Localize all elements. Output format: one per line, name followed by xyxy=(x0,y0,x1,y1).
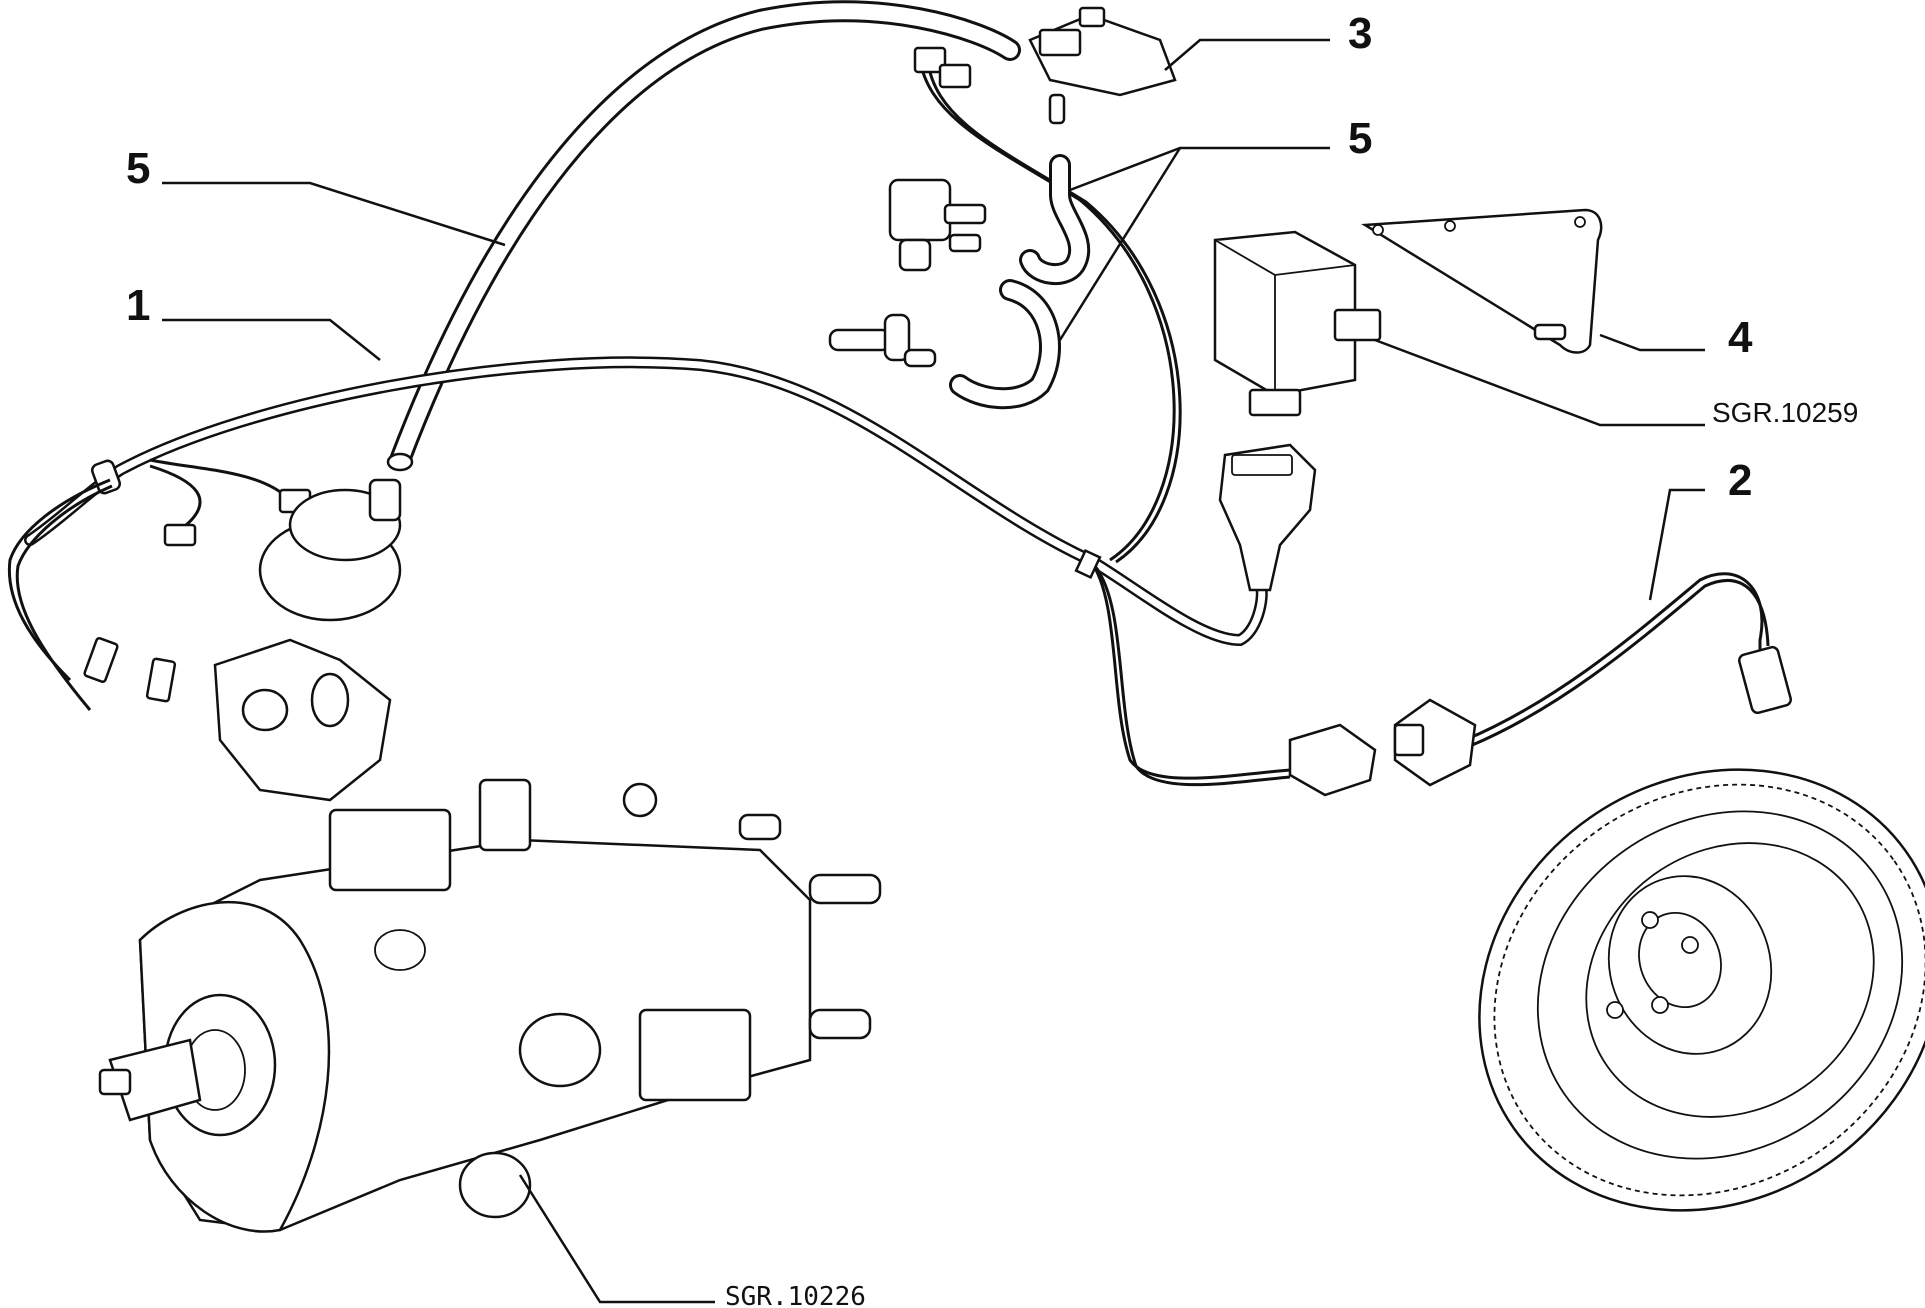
reference-code-sgr-10259: SGR.10259 xyxy=(1712,397,1858,428)
vacuum-hose-long xyxy=(386,0,1021,472)
callout-5-left: 5 xyxy=(126,144,150,193)
flywheel xyxy=(1478,768,1925,1212)
harness-plug xyxy=(1218,443,1377,797)
wiring-harness xyxy=(7,59,1291,787)
callout-5-right: 5 xyxy=(1348,114,1372,163)
mounting-bracket xyxy=(1361,208,1603,354)
leader-lines xyxy=(162,38,1705,1304)
callout-2: 2 xyxy=(1728,456,1752,505)
callout-4: 4 xyxy=(1728,313,1753,362)
callout-3: 3 xyxy=(1348,9,1372,58)
injection-pump xyxy=(98,778,882,1233)
pressure-sensor xyxy=(913,6,1177,125)
egr-valve xyxy=(213,478,402,802)
small-hoses-and-fittings xyxy=(828,154,1091,410)
control-unit xyxy=(1213,230,1382,417)
reference-code-sgr-10226: SGR.10226 xyxy=(725,1282,866,1308)
callout-1: 1 xyxy=(126,281,150,330)
crankshaft-sensor xyxy=(1393,572,1792,787)
